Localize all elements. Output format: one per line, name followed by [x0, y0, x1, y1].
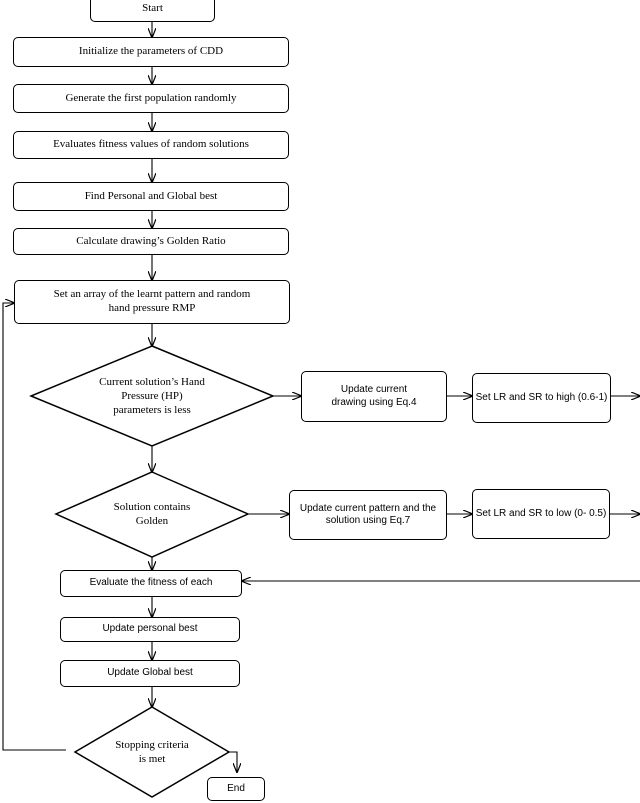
set-array-box: Set an array of the learnt pattern and r…	[14, 280, 290, 324]
decision-hp-label: Current solution’s Hand Pressure (HP) pa…	[99, 375, 205, 417]
update-personal-best-box: Update personal best	[60, 617, 240, 642]
evaluate-each-box: Evaluate the fitness of each	[60, 570, 242, 597]
end-node: End	[207, 777, 265, 801]
init-parameters-box: Initialize the parameters of CDD	[13, 37, 289, 67]
find-personal-global-best-box: Find Personal and Global best	[13, 182, 289, 211]
arrow-stop-to-end	[229, 751, 237, 772]
decision-stop-diamond	[73, 706, 231, 798]
start-node: Start	[90, 0, 215, 22]
update-pattern-box: Update current pattern and the solution …	[289, 490, 447, 540]
decision-stop-label: Stopping criteria is met	[115, 738, 189, 765]
evaluate-random-solutions-box: Evaluates fitness values of random solut…	[13, 131, 289, 159]
generate-population-box: Generate the first population randomly	[13, 84, 289, 113]
set-lr-sr-high-box: Set LR and SR to high (0.6-1)	[472, 373, 611, 423]
update-drawing-box: Update current drawing using Eq.4	[301, 371, 447, 422]
golden-ratio-box: Calculate drawing’s Golden Ratio	[13, 228, 289, 255]
decision-golden-diamond	[54, 471, 250, 558]
decision-hp-diamond	[29, 345, 275, 447]
decision-golden-label: Solution contains Golden	[113, 500, 191, 527]
set-lr-sr-low-box: Set LR and SR to low (0- 0.5)	[472, 489, 610, 539]
update-global-best-box: Update Global best	[60, 660, 240, 687]
arrow-loop-back-to-array	[2, 303, 66, 751]
